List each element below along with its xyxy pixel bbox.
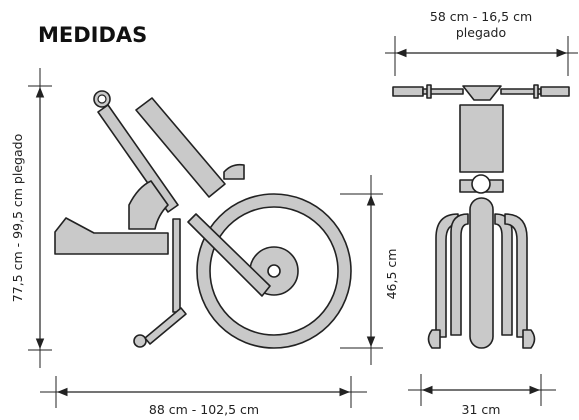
width-bottom-dimension: 31 cm — [408, 374, 556, 417]
front-view — [392, 84, 570, 349]
stem-clamp — [462, 85, 502, 101]
height-label: 77,5 cm - 99,5 cm plegado — [10, 134, 25, 302]
side-view — [54, 90, 352, 349]
support-bar — [172, 218, 181, 313]
width-bottom-label: 31 cm — [462, 402, 501, 417]
diagram-title: MEDIDAS — [38, 23, 147, 47]
fairing-piece — [223, 163, 245, 180]
fender — [128, 180, 169, 230]
height-dimension: 77,5 cm - 99,5 cm plegado — [10, 68, 52, 368]
fork-arm — [187, 213, 271, 297]
width-top-label-line2: plegado — [456, 25, 506, 40]
wheel-height-label: 46,5 cm — [384, 249, 399, 300]
axle-cap-left — [427, 329, 441, 349]
wheel-axle — [267, 264, 281, 278]
steering-column — [97, 104, 179, 213]
fork-right-inner — [494, 213, 513, 336]
length-dimension: 88 cm - 102,5 cm — [40, 376, 367, 417]
fork-right-outer — [504, 213, 528, 338]
kickstand-foot — [133, 334, 147, 348]
width-top-dimension: 58 cm - 16,5 cm plegado — [385, 9, 578, 76]
length-label: 88 cm - 102,5 cm — [149, 402, 259, 417]
width-top-label-line1: 58 cm - 16,5 cm — [430, 9, 532, 24]
fork-left-inner — [450, 213, 469, 336]
handle-knob — [93, 90, 111, 108]
kickstand — [144, 307, 187, 345]
front-tire — [469, 197, 494, 349]
frame-block — [135, 97, 226, 198]
large-wheel — [196, 193, 352, 349]
front-collar-hole — [471, 174, 491, 194]
handlebar — [392, 84, 570, 101]
front-column — [459, 104, 504, 173]
wheel-height-dimension: 46,5 cm — [340, 175, 399, 365]
axle-cap-right — [522, 329, 536, 349]
footrest-block — [54, 217, 169, 255]
